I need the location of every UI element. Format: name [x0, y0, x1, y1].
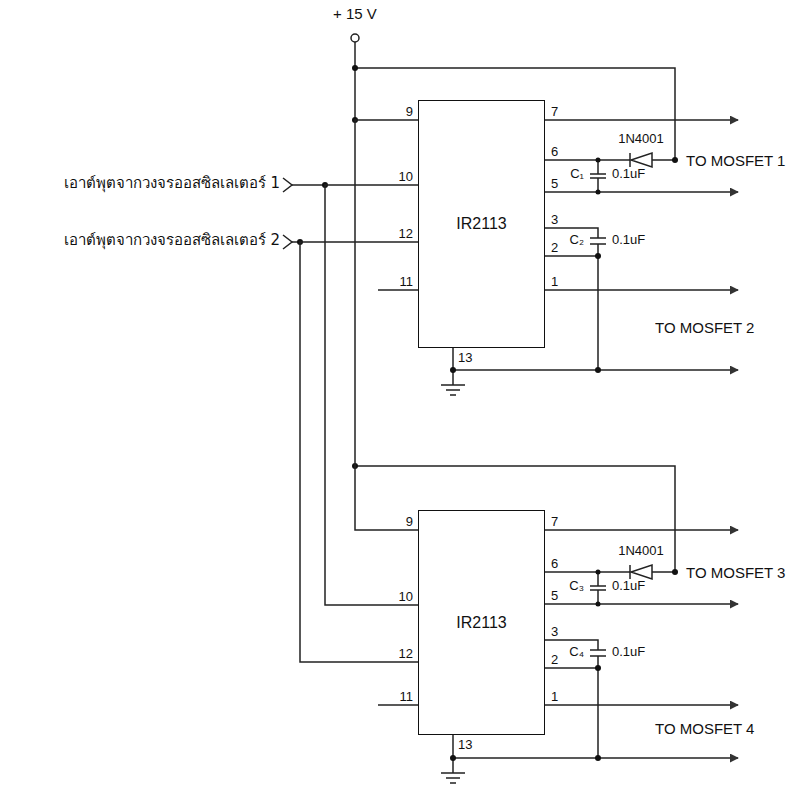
pin-wire: [545, 571, 630, 573]
junction-dot: [596, 158, 601, 163]
pin-number: 13: [458, 738, 472, 752]
part-label: 1N4001: [618, 544, 664, 558]
signal-wire: [300, 242, 418, 662]
part-label: 1N4001: [618, 132, 664, 146]
ground-symbol: [441, 385, 465, 395]
capacitor-symbol: [590, 572, 606, 604]
part-label: C₄: [569, 645, 584, 659]
junction-dot: [672, 157, 678, 163]
part-label: C₁: [570, 167, 584, 181]
junction-dot: [595, 253, 601, 259]
pin-number: 12: [399, 227, 413, 241]
pin-wire: [545, 667, 598, 669]
pin-number: 11: [400, 690, 414, 704]
capacitor-symbol: [590, 160, 606, 192]
part-label: C₃: [569, 579, 584, 593]
pin-number: 5: [551, 177, 558, 191]
input-chevron: [283, 178, 292, 192]
ground-wire: [452, 348, 454, 385]
part-label: C₂: [570, 233, 584, 247]
capacitor-symbol: [545, 228, 606, 370]
input-chevron: [283, 235, 292, 249]
value-label: 0.1uF: [612, 233, 645, 247]
pin-number: 10: [399, 170, 413, 184]
junction-dot: [352, 65, 358, 71]
capacitor-symbol: [545, 640, 606, 758]
pin-wire: [545, 159, 630, 161]
value-label: 0.1uF: [612, 645, 645, 659]
pin-number: 3: [551, 213, 558, 227]
pin-number: 5: [551, 589, 558, 603]
gate-wire: [545, 119, 738, 121]
output-label: TO MOSFET 1: [686, 153, 785, 170]
junction-dot: [595, 665, 601, 671]
pin-number: 12: [399, 647, 413, 661]
output-label: TO MOSFET 4: [655, 721, 754, 738]
junction-dot: [596, 602, 601, 607]
pin-wire: [378, 289, 418, 291]
junction-dot: [595, 367, 601, 373]
pin-number: 6: [551, 557, 558, 571]
supply-label: + 15 V: [333, 6, 377, 23]
value-label: 0.1uF: [612, 579, 645, 593]
chip-name: IR2113: [456, 614, 506, 632]
junction-dot: [672, 569, 678, 575]
supply-terminal: [351, 34, 359, 42]
ground-wire: [452, 735, 454, 773]
pin-wire: [378, 704, 418, 706]
supply-wire: [354, 42, 356, 120]
input-label: เอาต์พุตจากวงจรออสซิลเลเตอร์ 2: [64, 232, 280, 249]
gate-wire: [545, 529, 738, 531]
input-wire: [292, 184, 325, 186]
gate-wire: [545, 191, 738, 193]
diode-symbol: [629, 565, 631, 579]
input-label: เอาต์พุตจากวงจรออสซิลเลเตอร์ 1: [64, 175, 280, 192]
pin-wire: [545, 255, 598, 257]
pin-number: 13: [458, 351, 472, 365]
value-label: 0.1uF: [612, 167, 645, 181]
gate-wire: [545, 704, 738, 706]
junction-dot: [595, 755, 601, 761]
diode-symbol: [631, 565, 652, 579]
pin-number: 2: [551, 241, 558, 255]
pin-number: 9: [406, 515, 413, 529]
pin-number: 7: [551, 515, 558, 529]
diode-symbol: [629, 153, 631, 167]
pin-number: 3: [551, 625, 558, 639]
pin-number: 6: [551, 145, 558, 159]
ground-symbol: [441, 773, 465, 783]
pin-number: 1: [551, 690, 558, 704]
diode-symbol: [631, 153, 652, 167]
ic-chip: IR2113: [418, 100, 545, 348]
signal-wire: [355, 120, 418, 530]
pin-number: 10: [399, 590, 413, 604]
pin-number: 11: [400, 275, 414, 289]
junction-dot: [450, 755, 456, 761]
chip-name: IR2113: [456, 215, 506, 233]
gate-wire: [545, 603, 738, 605]
junction-dot: [596, 570, 601, 575]
pin-number: 2: [551, 653, 558, 667]
pin-number: 9: [406, 105, 413, 119]
output-label: TO MOSFET 3: [686, 565, 785, 582]
pin-number: 1: [551, 275, 558, 289]
ic-chip: IR2113: [418, 510, 545, 735]
gate-wire: [545, 289, 738, 291]
output-label: TO MOSFET 2: [655, 320, 754, 337]
junction-dot: [450, 367, 456, 373]
signal-wire: [325, 185, 418, 605]
junction-dot: [596, 190, 601, 195]
pin-number: 7: [551, 105, 558, 119]
